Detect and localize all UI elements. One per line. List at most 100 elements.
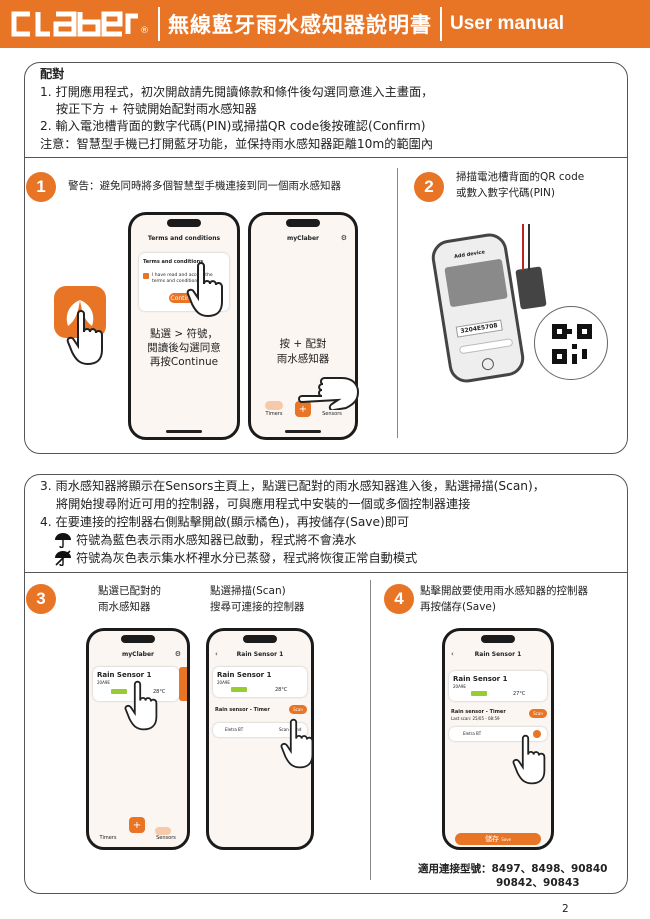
save-screen-title: Rain Sensor 1 xyxy=(474,651,522,658)
manual-title: 無線藍牙雨水感知器說明書 xyxy=(168,13,432,37)
battery-icon xyxy=(111,689,127,694)
icon-blue-desc: 符號為藍色表示雨水感知器已啟動，程式將不會澆水 xyxy=(76,533,357,547)
sensor-name: Rain Sensor 1 xyxy=(453,675,508,683)
step-3-b2: 搜尋可連接的控制器 xyxy=(210,601,305,613)
umbrella-off-icon xyxy=(55,550,71,566)
back-icon[interactable]: ‹ xyxy=(215,650,218,658)
phone-notch xyxy=(243,635,277,643)
battery-icon xyxy=(471,691,487,696)
home-button xyxy=(481,357,495,372)
battery-icon xyxy=(231,687,247,692)
step-2-text-b: 或數入數字代碼(PIN) xyxy=(456,187,555,199)
terms-instruction-2: 閱讀後勾選同意 xyxy=(147,342,221,354)
tap-hand-icon xyxy=(186,262,223,318)
qr-code-icon xyxy=(552,324,592,364)
terms-instruction-3: 再按Continue xyxy=(149,356,219,368)
controller-toggle[interactable] xyxy=(533,730,541,738)
timer-heading: Rain sensor - Timer xyxy=(451,709,506,715)
phone-terms: Terms and conditions Terms and condition… xyxy=(128,212,240,440)
phone-notch xyxy=(286,219,320,227)
home-indicator xyxy=(285,430,321,433)
instruction-3: 3. 雨水感知器將顯示在Sensors主頁上，點選已配對的雨水感知器進入後，點選… xyxy=(40,479,545,493)
tap-hand-icon xyxy=(66,310,103,366)
accept-label: I have read and accept the terms and con… xyxy=(152,273,213,284)
sensor-card: Rain Sensor 1 20A9E 27°C xyxy=(449,671,547,701)
confirm-button[interactable] xyxy=(458,338,514,355)
tap-hand-icon xyxy=(298,377,360,410)
sensor-side-tab[interactable] xyxy=(179,667,187,701)
nav-sensors[interactable]: Sensors xyxy=(317,411,347,417)
scan-screen-title: Rain Sensor 1 xyxy=(236,651,284,658)
sensor-name: Rain Sensor 1 xyxy=(217,671,272,679)
sensor-card: Rain Sensor 1 20A9E 28°C xyxy=(213,667,307,697)
step-3-a1: 點選已配對的 xyxy=(98,585,161,597)
terms-instruction-1: 點選 > 符號， xyxy=(150,328,218,340)
step-4-b: 再按儲存(Save) xyxy=(420,601,496,613)
save-label-en: Save xyxy=(501,836,512,842)
controller-name: Eletra BT xyxy=(463,731,482,736)
sensor-id: 20A9E xyxy=(97,680,110,685)
phone-scan: ‹ Rain Sensor 1 Rain Sensor 1 20A9E 28°C… xyxy=(206,628,314,850)
pairing-heading: 配對 xyxy=(40,67,65,81)
nav-timers-label: Timers xyxy=(99,835,117,841)
controller-name: Eletra BT xyxy=(225,727,244,732)
step-4-a: 點擊開啟要使用雨水感知器的控制器 xyxy=(420,585,588,597)
instruction-1: 1. 打開應用程式，初次開啟請先閱讀條款和條件後勾選同意進入主畫面， xyxy=(40,85,434,99)
back-icon[interactable]: ‹ xyxy=(451,650,454,658)
scan-button[interactable]: Scan xyxy=(529,709,547,718)
step-1-warning: 警告：避免同時將多個智慧型手機連接到同一個雨水感知器 xyxy=(68,180,341,192)
tap-hand-icon xyxy=(280,718,314,769)
save-label-cn: 儲存 xyxy=(484,835,499,843)
gear-icon[interactable]: ⚙ xyxy=(340,234,347,242)
page-number: 2 xyxy=(562,903,569,915)
sensor-id: 20A9E xyxy=(217,680,230,685)
phone-notch xyxy=(167,219,201,227)
header-divider xyxy=(158,7,160,41)
sensor-id: 20A9E xyxy=(453,684,466,689)
terms-screen-title: Terms and conditions xyxy=(147,235,221,242)
sensor-wire-2 xyxy=(528,224,530,270)
panel1-divider xyxy=(24,157,628,158)
rain-sensor-device xyxy=(515,266,547,310)
pair-instruction-2: 雨水感知器 xyxy=(276,353,330,365)
leaf-drop-icon xyxy=(66,300,94,326)
compatible-models: 適用連接型號：8497、8498、90840 xyxy=(418,863,608,875)
step-4-badge: 4 xyxy=(384,584,414,614)
phone-notch xyxy=(481,635,515,643)
sensors-icon xyxy=(155,827,171,835)
icon-grey-desc: 符號為灰色表示集水杯裡水分已蒸發，程式將恢復正常自動模式 xyxy=(76,551,418,565)
instruction-2: 2. 輸入電池槽背面的數字代碼(PIN)或掃描QR code後按確認(Confi… xyxy=(40,119,426,133)
last-scan: Last scan: 25/05 - 08:59 xyxy=(451,716,500,721)
add-device-button[interactable]: + xyxy=(295,401,311,417)
camera-view xyxy=(444,258,508,308)
nav-timers[interactable]: Timers xyxy=(259,411,289,417)
brand-logo-icon xyxy=(11,11,138,37)
panel2-divider xyxy=(24,572,628,573)
nav-sensors-label: Sensors xyxy=(156,835,176,841)
nav-timers[interactable]: Timers xyxy=(93,835,123,841)
home-indicator xyxy=(166,430,202,433)
gear-icon[interactable]: ⚙ xyxy=(174,650,181,658)
nav-sensors-label: Sensors xyxy=(322,411,342,417)
step-3-b1: 點選掃描(Scan) xyxy=(210,585,286,597)
nav-sensors[interactable]: Sensors xyxy=(151,835,181,841)
scan-button[interactable]: Scan xyxy=(289,705,307,714)
phone-sensors: myClaber ⚙ Rain Sensor 1 20A9E 28°C + Ti… xyxy=(86,628,190,850)
continue-button[interactable]: Continue xyxy=(169,293,199,303)
accept-checkbox[interactable] xyxy=(143,273,149,279)
step-1-badge: 1 xyxy=(26,172,56,202)
compatible-models-2: 90842、90843 xyxy=(496,877,580,889)
instruction-1b: 按正下方 + 符號開始配對雨水感知器 xyxy=(56,102,257,116)
step-2-badge: 2 xyxy=(414,172,444,202)
terms-card-title: Terms and conditions xyxy=(143,259,204,265)
step-3-a2: 雨水感知器 xyxy=(98,601,151,613)
sensor-name: Rain Sensor 1 xyxy=(97,671,152,679)
add-device-button[interactable]: + xyxy=(129,817,145,833)
pin-field[interactable]: 3204E5708 xyxy=(455,319,503,338)
phone-save: ‹ Rain Sensor 1 Rain Sensor 1 20A9E 27°C… xyxy=(442,628,554,850)
save-button[interactable]: 儲存 Save xyxy=(455,833,541,845)
pairing-note: 注意：智慧型手機已打開藍牙功能，並保持雨水感知器距離10m的範圍內 xyxy=(40,137,434,151)
qr-zoom-circle xyxy=(534,306,608,380)
pair-instruction-1: 按 + 配對 xyxy=(279,338,327,350)
umbrella-icon xyxy=(55,533,71,548)
